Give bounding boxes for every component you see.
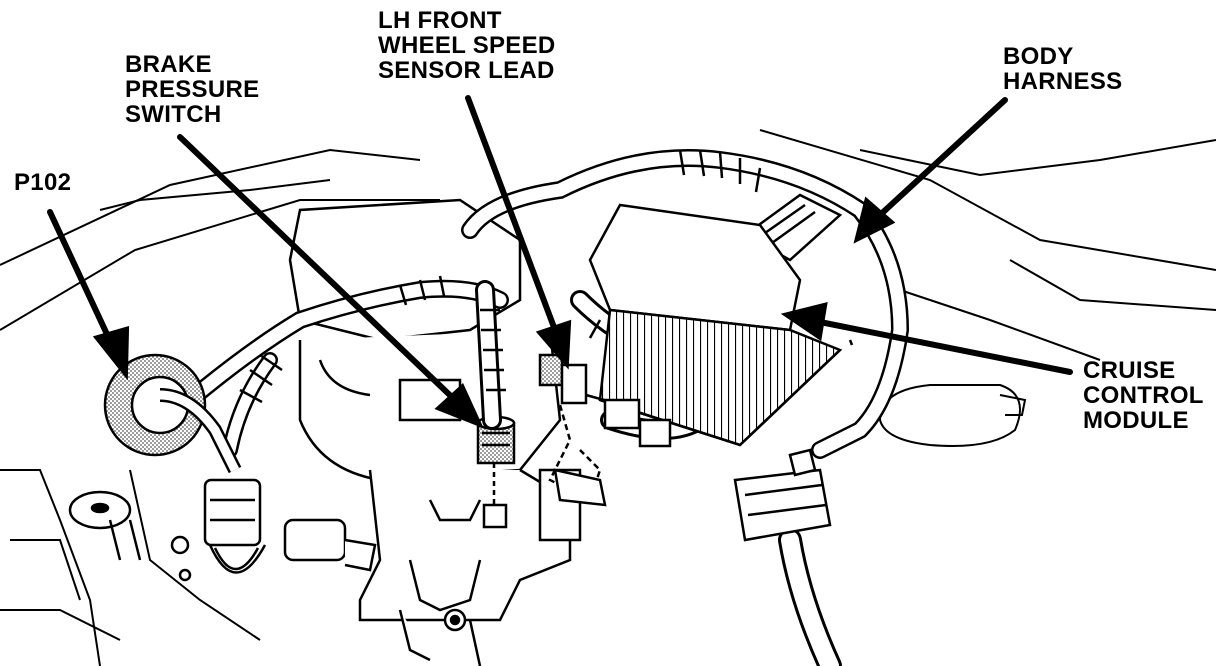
arrow-brake-pressure-switch	[177, 134, 458, 403]
label-cruise-control-module: CRUISE CONTROL MODULE	[1083, 357, 1204, 434]
cruise-control-module-part	[588, 203, 854, 447]
harness-bands	[239, 149, 762, 404]
arrow-body-harness	[877, 97, 1008, 218]
arrow-p102	[47, 209, 115, 348]
p102-grommet	[103, 353, 267, 574]
lower-components	[68, 490, 377, 582]
label-body-harness: BODY HARNESS	[1003, 43, 1123, 95]
harness-clip	[733, 448, 832, 542]
label-brake-pressure-switch: BRAKE PRESSURE SWITCH	[125, 51, 260, 128]
master-cylinder	[288, 198, 582, 666]
body-panels	[0, 129, 1216, 666]
wheel-speed-sensor-connector	[538, 353, 672, 507]
arrow-wheel-speed-sensor-lead	[465, 95, 558, 333]
label-lh-front-wheel-speed-sensor-lead: LH FRONT WHEEL SPEED SENSOR LEAD	[378, 7, 556, 84]
leader-arrows	[47, 95, 1073, 429]
reservoir	[878, 384, 1027, 447]
label-p102: P102	[14, 169, 72, 196]
arrow-cruise-control-module	[817, 319, 1073, 375]
